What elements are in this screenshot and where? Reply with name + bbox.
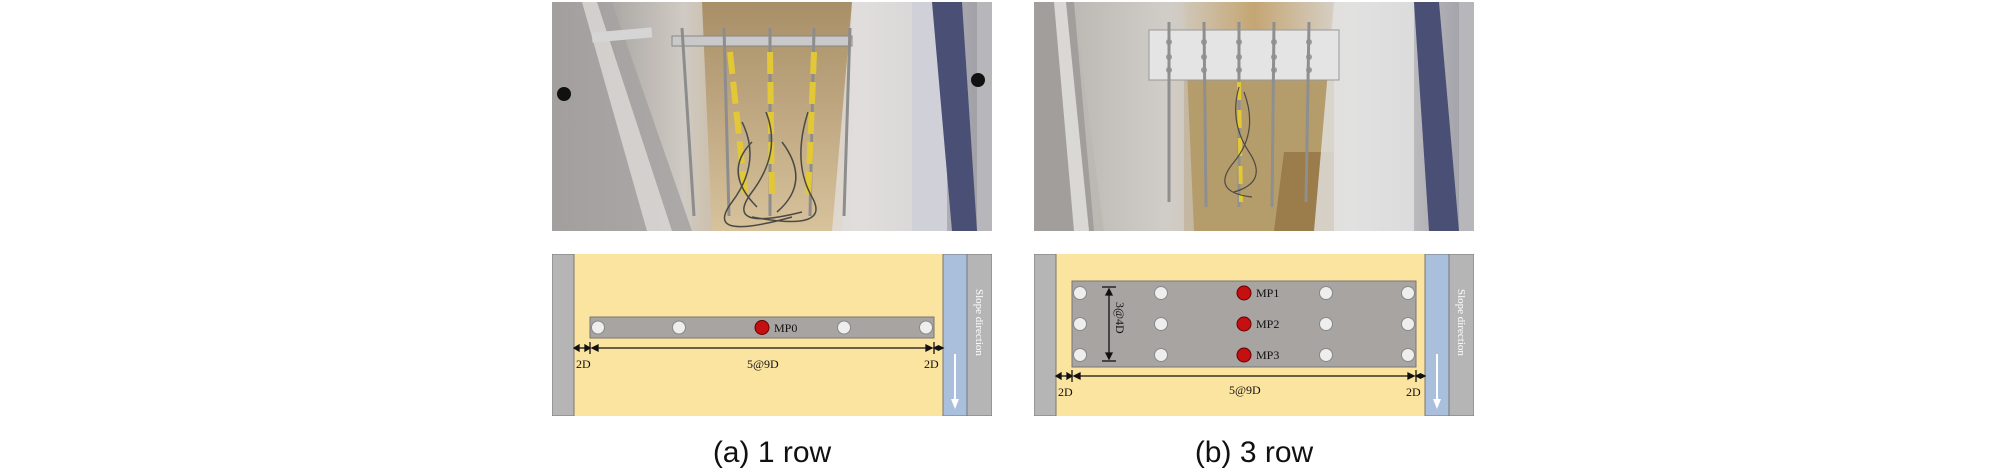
caption-b: (b) 3 row xyxy=(1194,436,1314,469)
measured-pile-mp0 xyxy=(754,320,770,335)
dim-pile-spacing: 5@9D xyxy=(747,357,779,371)
left-wall xyxy=(552,254,575,416)
pile xyxy=(1401,348,1415,362)
pile xyxy=(591,320,605,335)
pile-label-mp2: MP2 xyxy=(1256,317,1279,331)
pile xyxy=(1319,317,1333,331)
dim-row-spacing: 3@4D xyxy=(1113,302,1127,334)
left-wall xyxy=(1034,254,1057,416)
pile xyxy=(1401,317,1415,331)
slope-direction-label: Slope direction xyxy=(973,289,985,356)
pile-label-mp3: MP3 xyxy=(1256,348,1279,362)
panel-a: Slope direction MP0 2D 5@ xyxy=(552,0,992,476)
dim-right-edge: 2D xyxy=(1406,385,1421,399)
dim-left-edge: 2D xyxy=(576,357,591,371)
dim-pile-spacing: 5@9D xyxy=(1229,383,1261,397)
flume-photo-1-row xyxy=(552,2,992,231)
plan-diagram-1-row: Slope direction MP0 2D 5@ xyxy=(552,254,992,416)
pile xyxy=(837,320,851,335)
pile xyxy=(1073,286,1087,300)
pile xyxy=(1401,286,1415,300)
pile xyxy=(1154,348,1168,362)
pile xyxy=(1073,348,1087,362)
caption-a: (a) 1 row xyxy=(712,436,832,469)
dim-right-edge: 2D xyxy=(924,357,939,371)
pile-label-mp1: MP1 xyxy=(1256,286,1279,300)
pile xyxy=(1154,286,1168,300)
right-wall xyxy=(966,254,992,416)
pile xyxy=(672,320,686,335)
pile-label-mp0: MP0 xyxy=(774,321,797,335)
measured-pile-mp3 xyxy=(1236,347,1252,363)
plan-diagram-3-row: Slope direction MP1 MP2 MP3 xyxy=(1034,254,1474,416)
pile xyxy=(1319,286,1333,300)
right-wall xyxy=(1448,254,1474,416)
measured-pile-mp1 xyxy=(1236,285,1252,301)
flume-photo-3-row xyxy=(1034,2,1474,231)
dim-left-edge: 2D xyxy=(1058,385,1073,399)
panel-b: Slope direction MP1 MP2 MP3 xyxy=(1034,0,1474,476)
pile xyxy=(1319,348,1333,362)
slope-direction-label: Slope direction xyxy=(1455,289,1467,356)
pile xyxy=(1073,317,1087,331)
pile xyxy=(1154,317,1168,331)
pile xyxy=(919,320,933,335)
measured-pile-mp2 xyxy=(1236,316,1252,332)
